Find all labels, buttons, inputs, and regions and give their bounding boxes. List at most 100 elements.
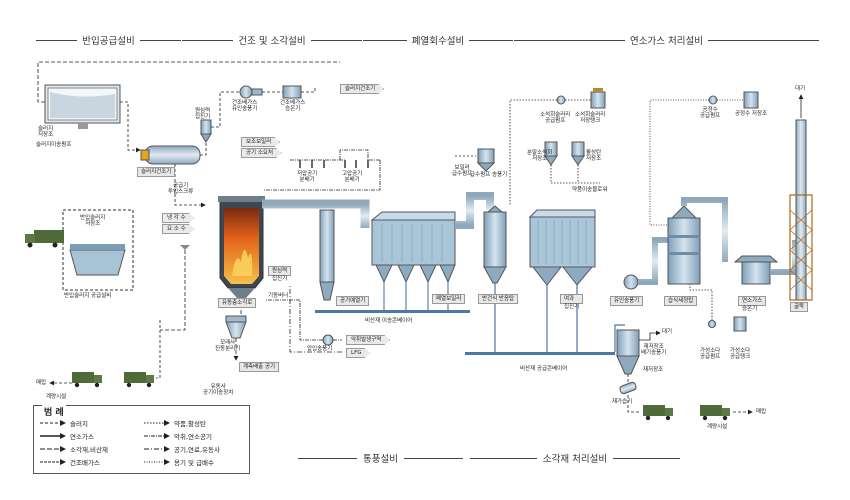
label-fd-fan: 압입송풍기	[307, 346, 333, 352]
label-urea-water: 요 소 수	[162, 224, 195, 234]
fly-ash-supply-conveyor	[465, 352, 615, 355]
section-heat-label: 폐열회수설비	[406, 33, 470, 47]
low-pressure-dist	[299, 160, 325, 168]
label-wet-scrubber: 습식세정탑	[664, 296, 698, 306]
legend-item-chemicals: 약품,활성탄	[144, 418, 206, 428]
sand-separator	[225, 315, 247, 339]
slaked-lime-tank	[590, 88, 606, 109]
label-ash-conveyor: 비산재 공급콘베이어	[520, 366, 568, 372]
ash-lift	[614, 324, 625, 352]
label-fly-ash-conveyor: 비산재 이송콘베이어	[365, 318, 413, 324]
flue-pipe-1	[262, 199, 370, 228]
legend-item-odor-air: 악취,연소공기	[144, 431, 212, 441]
caustic-pump	[708, 320, 716, 328]
sludge-storage-tank	[44, 84, 121, 129]
legend-swatch-sludge	[40, 420, 66, 426]
label-atmosphere: 대기	[795, 86, 806, 92]
label-to-dryer: 슬러지건조기	[340, 84, 384, 94]
semi-dry-reactor	[483, 205, 507, 284]
process-water-tank	[743, 91, 759, 109]
label-stack: 굴뚝	[790, 302, 809, 312]
sludge-line-1	[120, 101, 141, 153]
label-feed-pump: 급수펌프 송풍기	[470, 172, 508, 178]
label-id-fan: 유인송풍기	[610, 296, 644, 306]
legend-label-chemicals: 약품,활성탄	[174, 420, 206, 428]
fluidized-bed-incinerator	[218, 196, 265, 298]
label-semi-dry-reactor: 반건식 반응탑	[478, 294, 519, 304]
legend-item-ash: 소각재,비산재	[40, 444, 108, 454]
section-flue-gas: 연소가스 처리설비	[514, 33, 820, 47]
legend-label-air-fuel: 공기,연료,유동사	[174, 446, 220, 454]
label-truck-scale-left: 계량시설	[46, 394, 67, 400]
lfg-line	[289, 286, 342, 353]
legend-item-air-fuel: 공기,연료,유동사	[144, 444, 220, 454]
label-ash-humidifier: 재가습기	[612, 399, 633, 405]
fd-air-line	[265, 299, 323, 341]
label-sludge-dryer: 슬러지건조기	[137, 167, 176, 177]
ash-humidifier	[619, 381, 637, 395]
sand-line	[160, 250, 186, 331]
legend-label-flue-gas: 연소가스	[70, 433, 94, 441]
powder-line	[550, 165, 600, 184]
section-drying-label: 건조 및 소각설비	[233, 33, 311, 47]
section-ash-label: 소각재 처리설비	[536, 451, 614, 465]
sand-feed-hopper	[180, 245, 190, 250]
flue-pipe-3	[455, 192, 494, 229]
legend-swatch-ash	[40, 446, 66, 452]
silo-vent	[639, 330, 661, 341]
dry-gas-return	[37, 61, 340, 103]
section-flue-label: 연소가스 처리설비	[625, 33, 708, 47]
label-start-burner: 기동버너	[268, 293, 289, 299]
label-air-heater: 공기예열기	[336, 296, 370, 306]
legend-item-water: 용기 및 급배수	[144, 457, 214, 467]
powder-silo-1	[544, 141, 558, 166]
dryer-heater	[282, 85, 302, 99]
fd-fan	[322, 334, 334, 346]
label-waste-boiler: 폐열보일러	[432, 294, 466, 304]
truck-left-2	[124, 372, 154, 388]
legend-swatch-flue-gas	[40, 433, 66, 439]
legend-swatch-air-fuel	[144, 446, 170, 452]
flue-pipe-9	[770, 240, 798, 275]
steam-drum	[476, 148, 496, 172]
section-drying-incineration: 건조 및 소각설비	[182, 33, 363, 47]
label-sludge-hopper: 반입슬러지 공급설비	[64, 293, 112, 299]
legend-swatch-odor-air	[144, 433, 170, 439]
legend: 범 례 슬러지 약품,활성탄 연소가스 악취,연소공기 소각재,비산재 공기,연…	[33, 405, 250, 474]
label-sludge-pump: 슬러지이송펌프	[36, 142, 72, 148]
section-heat-recovery: 폐열회수설비	[363, 33, 514, 47]
air-preheater-column	[319, 209, 335, 301]
slaked-lime-pump	[556, 95, 566, 105]
dryer-fan	[239, 85, 263, 99]
lime-line	[509, 99, 557, 205]
induced-draft-fan	[623, 274, 639, 290]
ash-to-truck-left	[156, 320, 161, 379]
boiler-ash-drops	[383, 282, 449, 310]
waste-heat-boiler	[370, 211, 456, 284]
legend-item-dry-gas: 건조배가스	[40, 457, 100, 467]
process-water-pump	[708, 95, 718, 105]
legend-label-water: 용기 및 급배수	[174, 459, 215, 467]
label-ash-atmosphere: 대기	[662, 329, 673, 335]
dry-gas-1	[211, 91, 240, 128]
dryer-to-kiln	[174, 164, 206, 208]
ash-to-truck	[627, 395, 640, 413]
legend-item-flue-gas: 연소가스	[40, 431, 94, 441]
bag-filter	[528, 209, 596, 286]
